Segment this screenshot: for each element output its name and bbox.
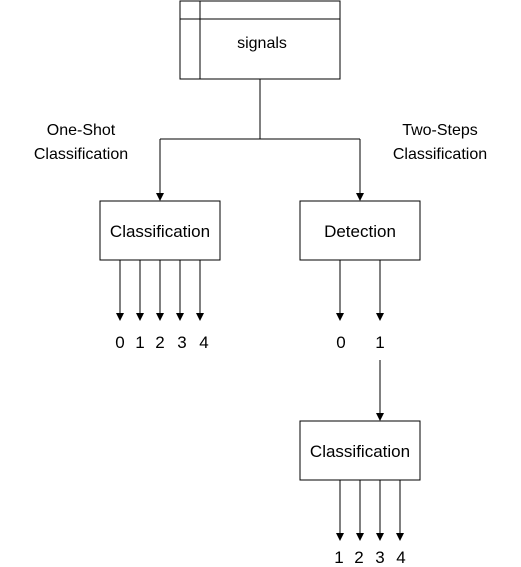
output-label: 0: [336, 333, 345, 352]
branch-label-two-steps: Two-Steps Classification: [393, 122, 487, 163]
output-label: 2: [354, 548, 363, 567]
output-label: 1: [135, 333, 144, 352]
svg-text:Classification: Classification: [34, 146, 128, 163]
detection-output-arrows: [336, 260, 384, 321]
classification-node-one-shot[interactable]: Classification: [99, 200, 221, 261]
svg-text:One-Shot: One-Shot: [47, 122, 116, 139]
svg-text:Classification: Classification: [110, 222, 210, 241]
output-label: 3: [177, 333, 186, 352]
output-label: 2: [155, 333, 164, 352]
svg-text:Classification: Classification: [393, 146, 487, 163]
output-label: 1: [375, 333, 384, 352]
output-label: 3: [375, 548, 384, 567]
detection-output-labels: 0 1: [336, 333, 384, 352]
svg-text:Detection: Detection: [324, 222, 396, 241]
classification-node-two-step[interactable]: Classification: [299, 420, 421, 481]
output-label: 4: [199, 333, 208, 352]
two-step-output-labels: 1 2 3 4: [334, 548, 405, 567]
two-step-output-arrows: [336, 480, 404, 541]
split-connector: [156, 79, 364, 201]
branch-label-one-shot: One-Shot Classification: [34, 122, 128, 163]
output-label: 4: [396, 548, 405, 567]
output-label: 0: [115, 333, 124, 352]
detection-node[interactable]: Detection: [299, 200, 421, 261]
one-shot-output-arrows: [116, 260, 204, 321]
output-label: 1: [334, 548, 343, 567]
svg-text:Two-Steps: Two-Steps: [402, 122, 478, 139]
signals-label: signals: [237, 35, 287, 52]
signals-node[interactable]: signals: [179, 0, 341, 80]
svg-text:Classification: Classification: [310, 442, 410, 461]
one-shot-output-labels: 0 1 2 3 4: [115, 333, 208, 352]
